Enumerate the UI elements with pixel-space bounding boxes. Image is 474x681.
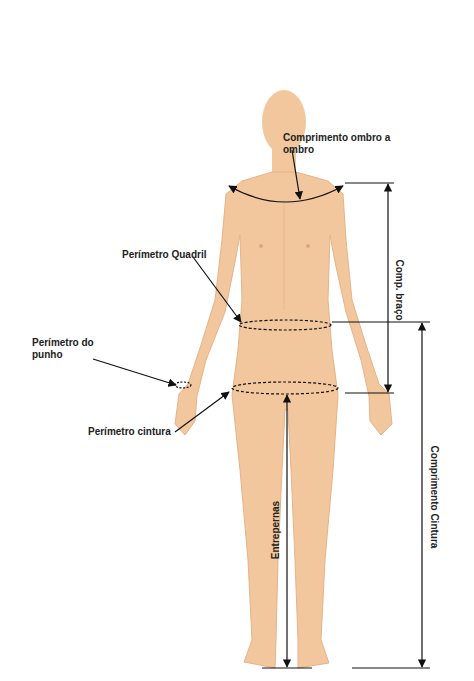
dimension-label: Comprimento Cintura — [428, 446, 440, 549]
measure-lines — [93, 150, 430, 668]
measure-label: Perímetro Quadril — [122, 249, 222, 261]
measure-label: Perímetro cintura — [88, 426, 188, 438]
body-figure — [175, 90, 392, 668]
measure-label: Comprimento ombro a ombro — [283, 132, 395, 156]
measure-label: Perímetro do punho — [32, 337, 94, 361]
dimension-label: Entrepernas — [270, 501, 282, 559]
dimension-label: Comp. braço — [393, 259, 405, 320]
